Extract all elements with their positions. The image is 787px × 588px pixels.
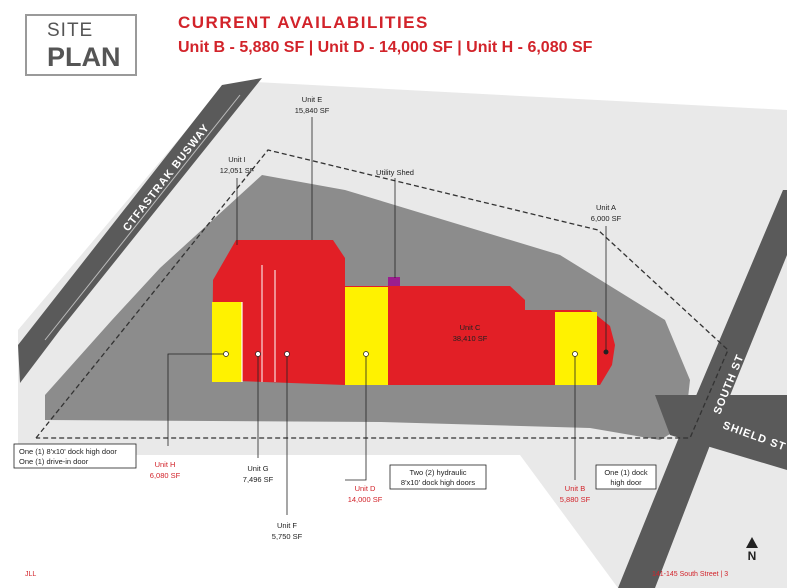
unit-i-name: Unit I — [228, 155, 246, 164]
unit-b-note-box — [595, 464, 657, 490]
unit-e-name: Unit E — [302, 95, 322, 104]
marker-unit-b — [572, 351, 578, 357]
unit-c-size: 38,410 SF — [453, 334, 488, 343]
unit-d-name: Unit D — [355, 484, 376, 493]
marker-unit-a — [603, 349, 609, 355]
property-boundary — [35, 149, 729, 439]
shield-st-road — [655, 395, 787, 470]
unit-g-size: 7,496 SF — [243, 475, 274, 484]
unit-d-note-box — [389, 464, 487, 490]
unit-g-name: Unit G — [247, 464, 268, 473]
utility-shed-name: Utility Shed — [376, 168, 414, 177]
unit-b-note2: high door — [610, 478, 642, 487]
unit-d-note1: Two (2) hydraulic — [409, 468, 466, 477]
page-title: CURRENT AVAILABILITIES — [178, 13, 429, 32]
unit-a-size: 6,000 SF — [591, 214, 622, 223]
unit-f-name: Unit F — [277, 521, 297, 530]
unit-b-note1: One (1) dock — [604, 468, 648, 477]
unit-d-shape — [345, 287, 388, 385]
busway-stripe — [44, 94, 241, 341]
footer-left: JLL — [25, 571, 37, 578]
north-arrow-icon: N — [746, 537, 758, 563]
unit-e-size: 15,840 SF — [295, 106, 330, 115]
marker-unit-g — [255, 351, 261, 357]
utility-shed-shape — [388, 277, 400, 286]
unit-h-name: Unit H — [155, 460, 176, 469]
unit-i-size: 12,051 SF — [220, 166, 255, 175]
site-plan-logo: SITE PLAN — [25, 14, 137, 76]
building-red — [212, 240, 615, 385]
unit-h-note1: One (1) 8'x10' dock high door — [19, 447, 117, 456]
north-label: N — [748, 549, 757, 563]
leader-unit-d — [345, 354, 367, 481]
marker-unit-h — [223, 351, 229, 357]
unit-h-shape — [212, 302, 242, 382]
unit-h-note2: One (1) drive-in door — [19, 457, 89, 466]
unit-a-name: Unit A — [596, 203, 616, 212]
unit-b-shape — [555, 312, 597, 385]
unit-d-note2: 8'x10' dock high doors — [401, 478, 475, 487]
south-st-road — [618, 190, 787, 588]
unit-c-name: Unit C — [460, 323, 481, 332]
logo-line1: SITE — [47, 20, 94, 41]
busway-road — [18, 78, 262, 383]
page-subtitle: Unit B - 5,880 SF | Unit D - 14,000 SF |… — [178, 39, 593, 56]
unit-h-size: 6,080 SF — [150, 471, 181, 480]
footer-right: 141-145 South Street | 3 — [652, 571, 729, 578]
leader-unit-h — [167, 353, 226, 446]
unit-h-note-box — [13, 443, 137, 469]
marker-unit-f — [284, 351, 290, 357]
logo-line2: PLAN — [47, 42, 121, 72]
unit-d-size: 14,000 SF — [348, 495, 383, 504]
unit-b-name: Unit B — [565, 484, 585, 493]
unit-f-size: 5,750 SF — [272, 532, 303, 541]
marker-unit-d — [363, 351, 369, 357]
unit-b-size: 5,880 SF — [560, 495, 591, 504]
